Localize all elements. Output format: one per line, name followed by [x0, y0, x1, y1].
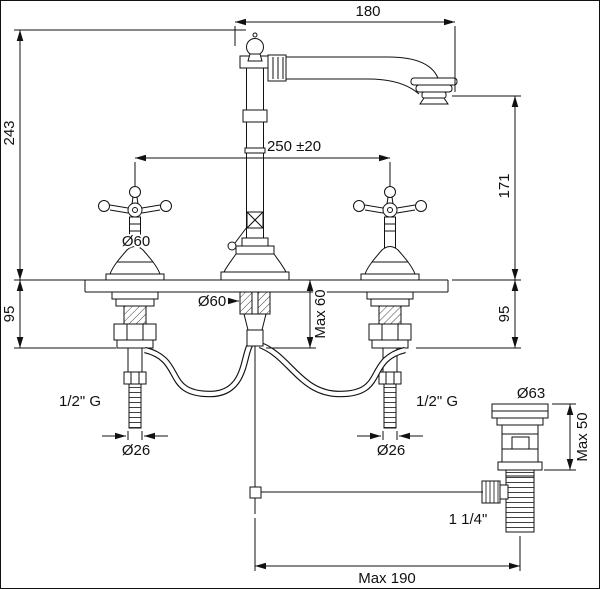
dim-spout-reach-label: 180 [355, 3, 380, 20]
dim-waste-offset-label: Max 190 [358, 570, 416, 587]
dim-left-tail-diameter-label: Ø26 [122, 442, 150, 459]
dim-waste-flange-diameter-label: Ø63 [517, 385, 545, 402]
waste-tailpiece [505, 469, 535, 533]
dim-center-base-diameter-label: Ø60 [198, 293, 226, 310]
dimension-right-tail-diameter: Ø26 [357, 431, 423, 461]
dimension-waste-offset: Max 190 [254, 518, 521, 589]
dimension-under-deck-right: 95 [416, 280, 521, 349]
dimension-right-inlet-thread: 1/2" G [414, 391, 460, 412]
handle-ball-left [353, 200, 365, 212]
dimension-max-deck-thickness: Max 60 [266, 280, 331, 349]
dimension-center-base-diameter: Ø60 [196, 291, 239, 312]
left-inlet-tail [128, 383, 142, 429]
handle-ball-top [384, 186, 396, 198]
dim-waste-max-height-label: Max 50 [574, 412, 591, 461]
dimension-waste-thread: 1 1/4" [447, 509, 490, 530]
left-valve-underbody [111, 291, 159, 429]
dimension-left-base-diameter: Ø60 [120, 231, 152, 252]
supply-hoses [144, 341, 406, 398]
left-handle [98, 186, 172, 281]
right-valve-underbody [366, 291, 414, 429]
dim-left-base-diameter-label: Ø60 [122, 233, 150, 250]
handle-hub [382, 202, 398, 218]
dimension-left-inlet-thread: 1/2" G [57, 391, 103, 412]
right-escutcheon [364, 246, 416, 275]
dim-overall-height-label: 243 [1, 120, 18, 145]
center-underbody [239, 291, 271, 347]
left-escutcheon [109, 246, 161, 275]
dimension-hole-spacing: 250 ±20 [134, 136, 391, 186]
spout-outlet [419, 97, 449, 105]
handle-ball-left [98, 200, 110, 212]
right-inlet-tail [383, 383, 397, 429]
dimension-under-deck-left: 95 [0, 280, 116, 349]
pop-up-linkage [249, 346, 483, 514]
pop-up-lever-knob [227, 241, 237, 251]
dim-max-deck-thickness-label: Max 60 [312, 289, 329, 338]
spout-base-plate [220, 271, 290, 281]
dim-waste-thread-label: 1 1/4" [449, 511, 488, 528]
dimension-waste-flange-diameter: Ø63 [515, 383, 547, 404]
dim-right-inlet-thread-label: 1/2" G [416, 393, 458, 410]
spout-arm-top [286, 56, 440, 82]
right-handle [353, 186, 427, 281]
spout-finial-ball [246, 38, 264, 56]
dimension-overall-height: 243 [0, 29, 246, 281]
dim-spout-height-label: 171 [496, 173, 513, 198]
dimension-left-tail-diameter: Ø26 [102, 431, 168, 461]
dim-right-tail-diameter-label: Ø26 [377, 442, 405, 459]
spout [220, 32, 458, 281]
handle-ball-right [160, 200, 172, 212]
spout-arm-bottom [286, 78, 420, 95]
handle-hub [127, 202, 143, 218]
dim-under-deck-left-label: 95 [1, 306, 18, 323]
handle-ball-right [415, 200, 427, 212]
dimension-spout-height: 171 [452, 95, 521, 281]
dimension-spout-reach: 180 [234, 1, 456, 92]
dim-left-inlet-thread-label: 1/2" G [59, 393, 101, 410]
waste-assembly [481, 403, 549, 533]
dimension-waste-max-height: Max 50 [544, 403, 593, 471]
dim-under-deck-right-label: 95 [496, 306, 513, 323]
spout-finial-tip [252, 32, 258, 38]
dim-hole-spacing-label: 250 ±20 [267, 138, 321, 155]
pop-up-rod-knob [481, 480, 501, 504]
handle-ball-top [129, 186, 141, 198]
